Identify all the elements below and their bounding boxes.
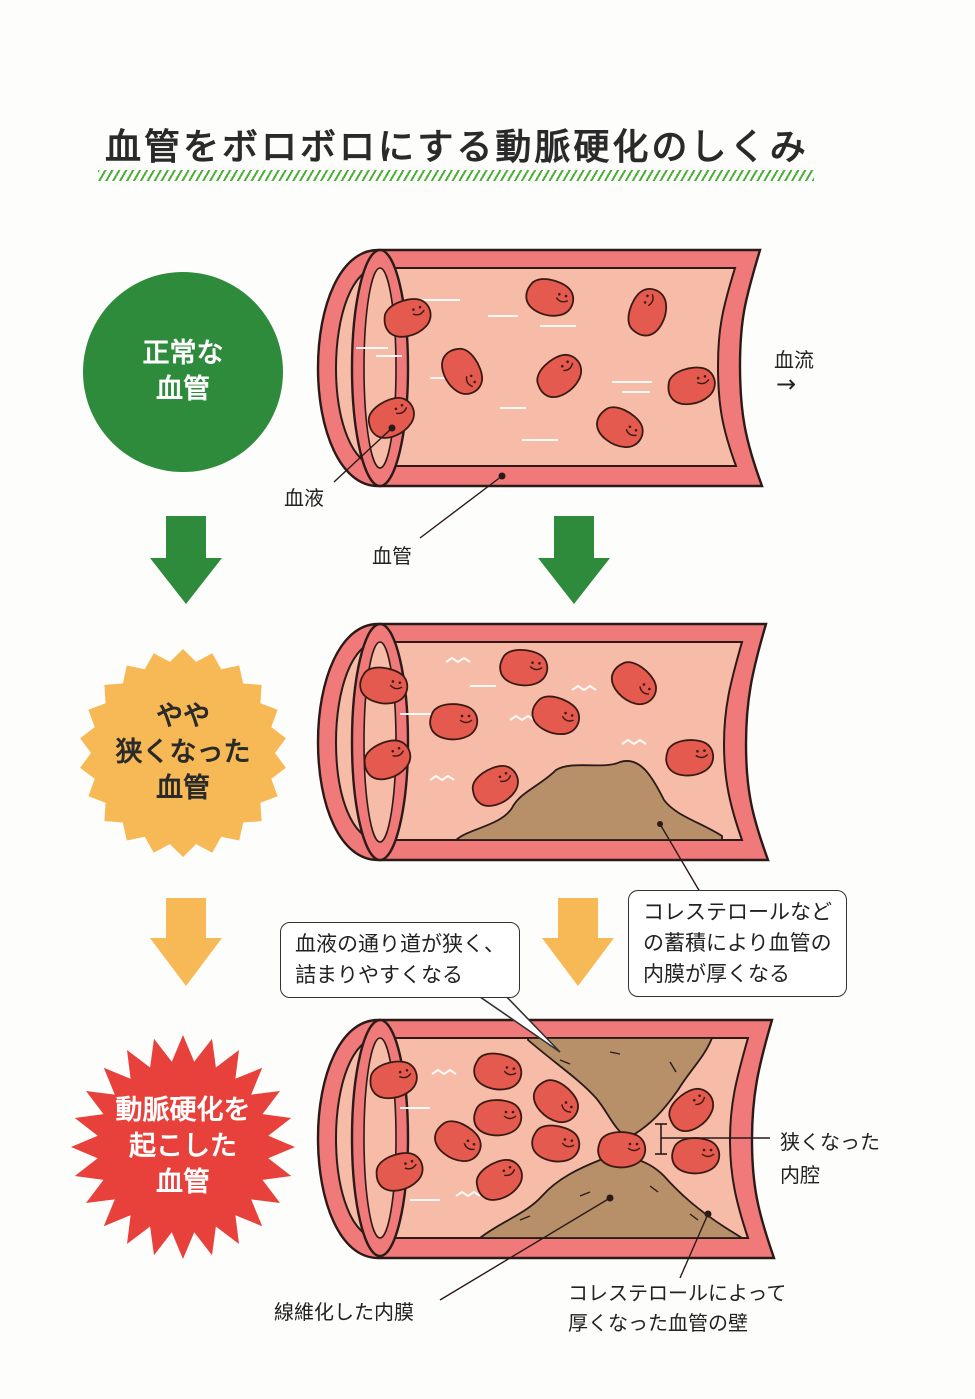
arrow-green-right [538,516,610,604]
label-flow: 血流 [774,348,814,372]
stage1-badge [83,272,283,472]
blood-cell [597,1131,647,1169]
label-narrowed-lumen-line1: 狭くなった [780,1130,880,1154]
lumen-bracket [655,1123,770,1155]
stage1-line2: 血管 [156,374,210,405]
stage1-line1: 正常な [142,338,224,369]
callout-chol-line1: コレステロールなど [643,900,832,924]
stage3-line1: 動脈硬化を [115,1095,251,1126]
flow-arrow-icon: → [776,370,797,398]
vessel-atherosclerosis [316,989,776,1301]
blood-cell [429,703,479,741]
stage2-label: やや 狭くなった 血管 [83,653,283,853]
label-wall-line2: 厚くなった血管の壁 [568,1311,748,1335]
stage2-line2: 狭くなった [115,737,251,768]
label-vessel: 血管 [372,544,412,568]
stage2-line1: やや [156,701,210,732]
stage3-badge [71,1035,295,1259]
stage1-label: 正常な 血管 [83,272,283,472]
callout-narrow-passage: 血液の通り道が狭く、 詰まりやすくなる [280,922,520,998]
label-narrowed-lumen-line2: 内腔 [780,1163,820,1187]
stage3-label: 動脈硬化を 起こした 血管 [83,1047,283,1247]
vessel-normal [316,248,764,539]
cholesterol-plaque [453,760,723,841]
callout-cholesterol: コレステロールなど の蓄積により血管の 内膜が厚くなる [628,890,847,997]
callout-chol-line3: 内膜が厚くなる [643,962,790,986]
label-narrowed-lumen: 狭くなった 内腔 [780,1126,880,1188]
label-wall-line1: コレステロールによって [568,1281,787,1305]
arrow-orange-right [542,898,614,986]
stage3-line2: 起こした [129,1131,237,1162]
title-underline [98,170,814,181]
stage3-line3: 血管 [156,1167,210,1198]
callout-chol-line2: の蓄積により血管の [643,931,832,955]
arrow-green-left [150,516,222,604]
vessel-narrowed [316,622,770,893]
stage2-badge [80,649,286,857]
callout-narrow-line2: 詰まりやすくなる [295,963,463,987]
blood-cell [473,1099,523,1137]
stage2-line3: 血管 [156,773,210,804]
callout-narrow-line1: 血液の通り道が狭く、 [295,932,505,956]
label-fibrosis: 線維化した内膜 [274,1300,414,1324]
label-blood: 血液 [284,486,324,510]
label-thickened-wall: コレステロールによって 厚くなった血管の壁 [568,1278,786,1338]
arrow-orange-left [150,898,222,986]
page-title: 血管をボロボロにする動脈硬化のしくみ [105,127,809,168]
blood-cell [671,1137,721,1175]
